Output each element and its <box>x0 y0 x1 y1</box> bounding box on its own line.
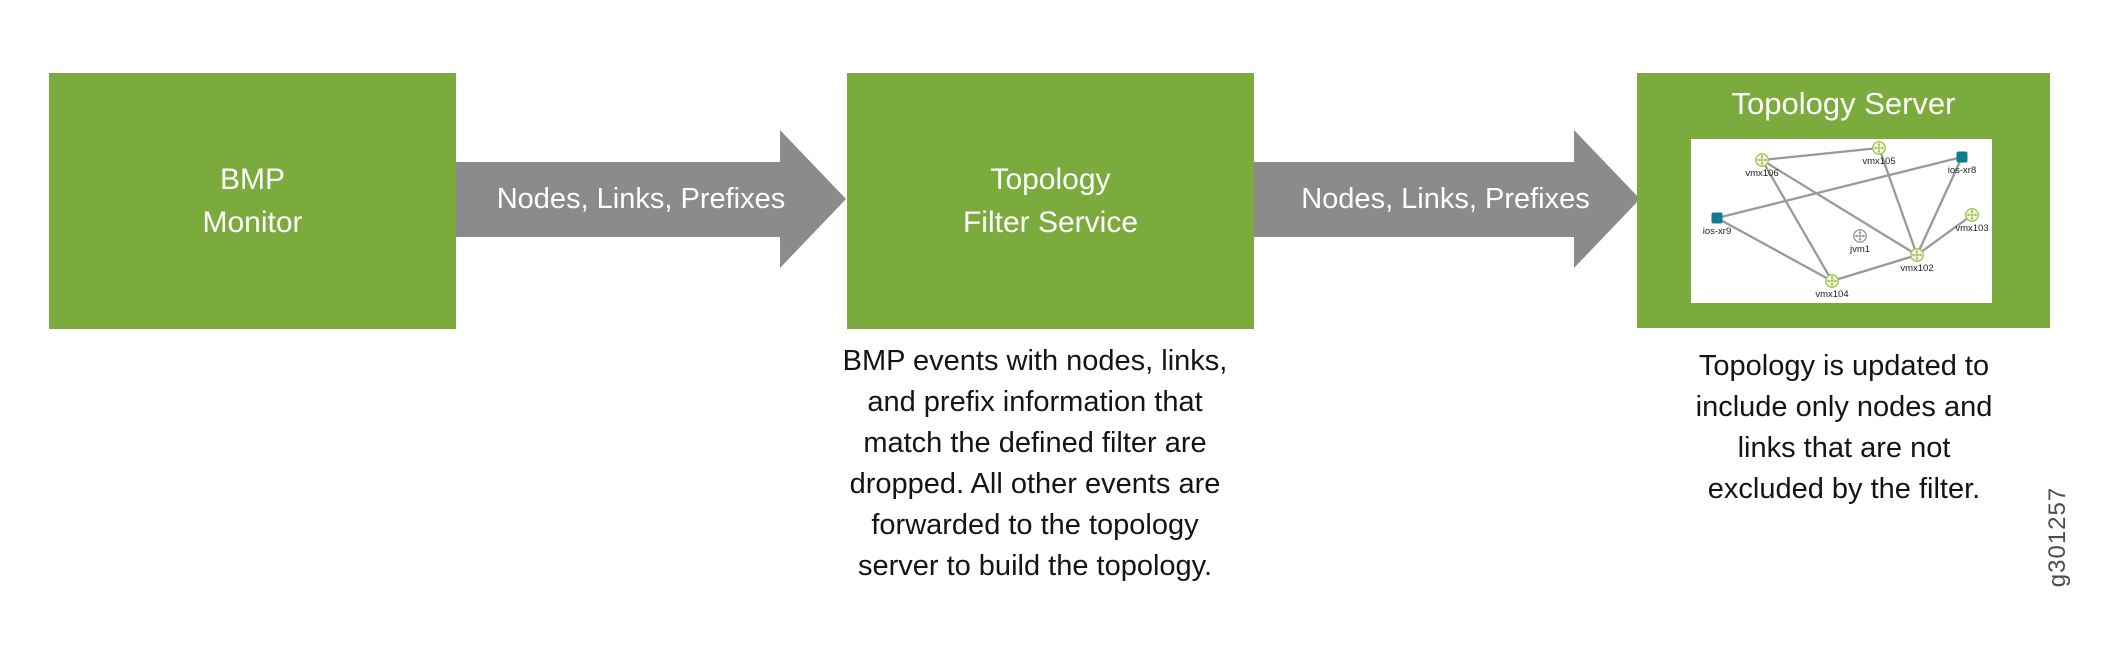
topology-node-ios-xr9: ios-xr9 <box>1703 212 1732 237</box>
topology-filter-service-label: Topology Filter Service <box>962 163 1139 239</box>
topology-server-title: Topology Server <box>1731 86 1956 121</box>
topology-filter-service-box: Topology Filter Service <box>847 73 1254 329</box>
topology-link-vmx106-vmx102 <box>1761 159 1918 256</box>
filter-service-caption: BMP events with nodes, links, and prefix… <box>842 345 1228 582</box>
topology-link-vmx104-vmx102 <box>1831 253 1918 283</box>
topology-node-label-vmx102: vmx102 <box>1900 263 1933 274</box>
flow-arrow-2-label: Nodes, Links, Prefixes <box>1301 183 1590 215</box>
topology-node-jvm1: jvm1 <box>1849 229 1870 255</box>
topology-node-vmx104: vmx104 <box>1815 274 1849 300</box>
topology-link-vmx106-vmx104 <box>1761 159 1833 282</box>
topology-network-inset: vmx106 vmx105 ios-xr8 ios-xr9 vmx103 jvm1 vmx1… <box>1691 139 1992 303</box>
topology-node-vmx102: vmx102 <box>1900 248 1934 274</box>
topology-link-vmx106-vmx105 <box>1761 146 1880 162</box>
topology-node-ios-xr8: ios-xr8 <box>1948 151 1977 176</box>
topology-link-ios-xr8-vmx102 <box>1915 156 1964 256</box>
topology-node-label-jvm1: jvm1 <box>1849 244 1870 255</box>
topology-node-vmx106: vmx106 <box>1745 153 1779 179</box>
bmp-monitor-label: BMP Monitor <box>202 163 303 239</box>
topology-link-ios-xr9-ios-xr8 <box>1716 155 1963 220</box>
flow-arrow-2-shaft <box>1254 162 1578 237</box>
topology-link-vmx103-vmx102 <box>1916 214 1973 256</box>
topology-node-vmx103: vmx103 <box>1955 208 1989 234</box>
topology-server-caption: Topology is updated to include only node… <box>1695 350 1993 505</box>
topology-node-label-vmx106: vmx106 <box>1745 168 1778 179</box>
topology-node-label-vmx104: vmx104 <box>1815 289 1848 300</box>
bmp-monitor-box: BMP Monitor <box>49 73 456 329</box>
topology-node-label-vmx103: vmx103 <box>1955 223 1988 234</box>
topology-graph-svg: vmx106 vmx105 ios-xr8 ios-xr9 vmx103 jvm1 vmx1… <box>1703 141 1989 300</box>
topology-node-label-vmx105: vmx105 <box>1862 156 1895 167</box>
flow-arrow-2-head <box>1574 130 1640 268</box>
flow-arrow-1-shaft <box>456 162 782 237</box>
figure-id-label: g301257 <box>2044 486 2071 588</box>
topology-node-label-ios-xr8: ios-xr8 <box>1948 165 1977 176</box>
flow-arrow-1-head <box>780 130 846 268</box>
topology-node-vmx105: vmx105 <box>1862 141 1896 167</box>
topology-node-label-ios-xr9: ios-xr9 <box>1703 226 1732 237</box>
topology-link-vmx105-vmx102 <box>1877 147 1919 256</box>
topology-server-box: Topology Server vmx106 vmx105 ios-xr8 ios-x… <box>1637 73 2050 328</box>
topology-link-ios-xr9-vmx104 <box>1716 216 1833 283</box>
flow-arrow-1-label: Nodes, Links, Prefixes <box>496 183 786 215</box>
